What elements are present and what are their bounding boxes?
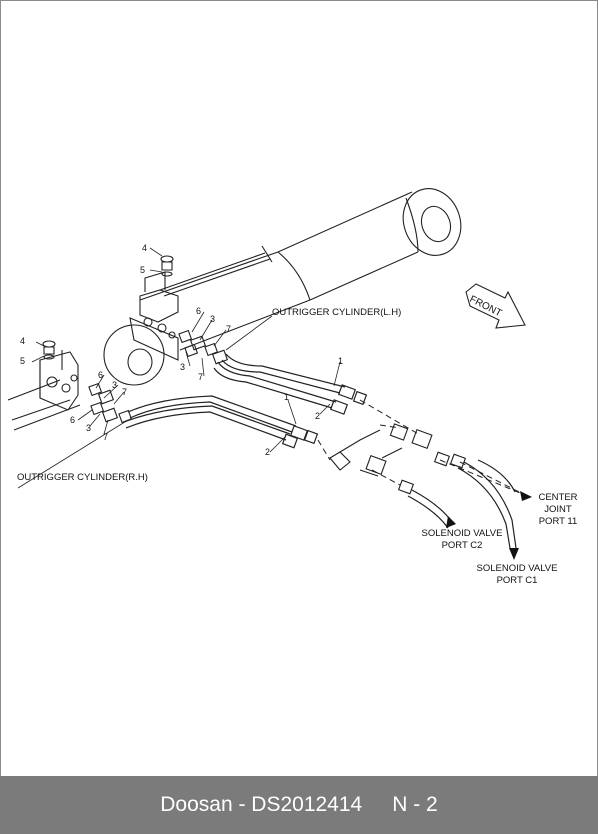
- callout-6-rh-a: 6: [98, 370, 103, 380]
- callout-6-lh: 6: [196, 306, 201, 316]
- center-joint-line1: CENTER: [538, 492, 577, 503]
- solenoid-c2-line2: PORT C2: [442, 540, 483, 551]
- footer-page: N - 2: [392, 793, 438, 816]
- solenoid-c1-line2: PORT C1: [497, 575, 538, 586]
- callout-3-lh-b: 3: [180, 362, 185, 372]
- hydraulic-diagram: OUTRIGGER CYLINDER(L.H) OUTRIGGER CYLIND…: [7, 188, 578, 586]
- hose-assemblies: [123, 353, 368, 449]
- callout-1-lower: 1: [284, 392, 289, 402]
- callout-6-rh-b: 6: [70, 415, 75, 425]
- center-joint-line2: JOINT: [544, 504, 572, 515]
- center-joint-line3: PORT 11: [539, 516, 578, 527]
- callout-7-lh-b: 7: [198, 372, 203, 382]
- outrigger-rh-label: OUTRIGGER CYLINDER(R.H): [17, 472, 148, 483]
- callout-numbers: 4 5 6 3 7 3 7 4 5 6 3 7 6 3 7 1 2 1 2: [20, 243, 343, 457]
- solenoid-c2-line1: SOLENOID VALVE: [422, 528, 503, 539]
- flow-arrows: [446, 491, 532, 560]
- callout-1-upper: 1: [338, 356, 343, 366]
- connectors: [329, 423, 467, 495]
- footer-bar: Doosan - DS2012414 N - 2: [0, 776, 598, 834]
- outrigger-cylinder-rh: [7, 350, 81, 431]
- fittings-lh: [160, 255, 229, 365]
- callout-5-rh: 5: [20, 356, 25, 366]
- callout-7-rh-b: 7: [103, 432, 108, 442]
- front-direction-arrow: [465, 283, 526, 329]
- callout-3-rh-a: 3: [112, 380, 117, 390]
- connection-lines: [317, 399, 526, 496]
- solenoid-c1-line1: SOLENOID VALVE: [477, 563, 558, 574]
- front-label: FRONT: [468, 294, 504, 319]
- callout-2-lower: 2: [265, 447, 270, 457]
- callout-3-lh-a: 3: [210, 314, 215, 324]
- callout-4-rh: 4: [20, 336, 25, 346]
- outrigger-lh-label: OUTRIGGER CYLINDER(L.H): [272, 307, 401, 318]
- callout-leaders: [17, 247, 341, 489]
- callout-5-lh: 5: [140, 265, 145, 275]
- outrigger-cylinder-lh: [103, 188, 462, 386]
- callout-7-lh-a: 7: [226, 324, 231, 334]
- footer-brand: Doosan - DS2012414: [160, 793, 363, 816]
- callout-2-upper: 2: [315, 411, 320, 421]
- callout-4-lh: 4: [142, 243, 147, 253]
- callout-7-rh-a: 7: [122, 387, 127, 397]
- fittings-rh: [42, 340, 133, 424]
- callout-3-rh-b: 3: [86, 423, 91, 433]
